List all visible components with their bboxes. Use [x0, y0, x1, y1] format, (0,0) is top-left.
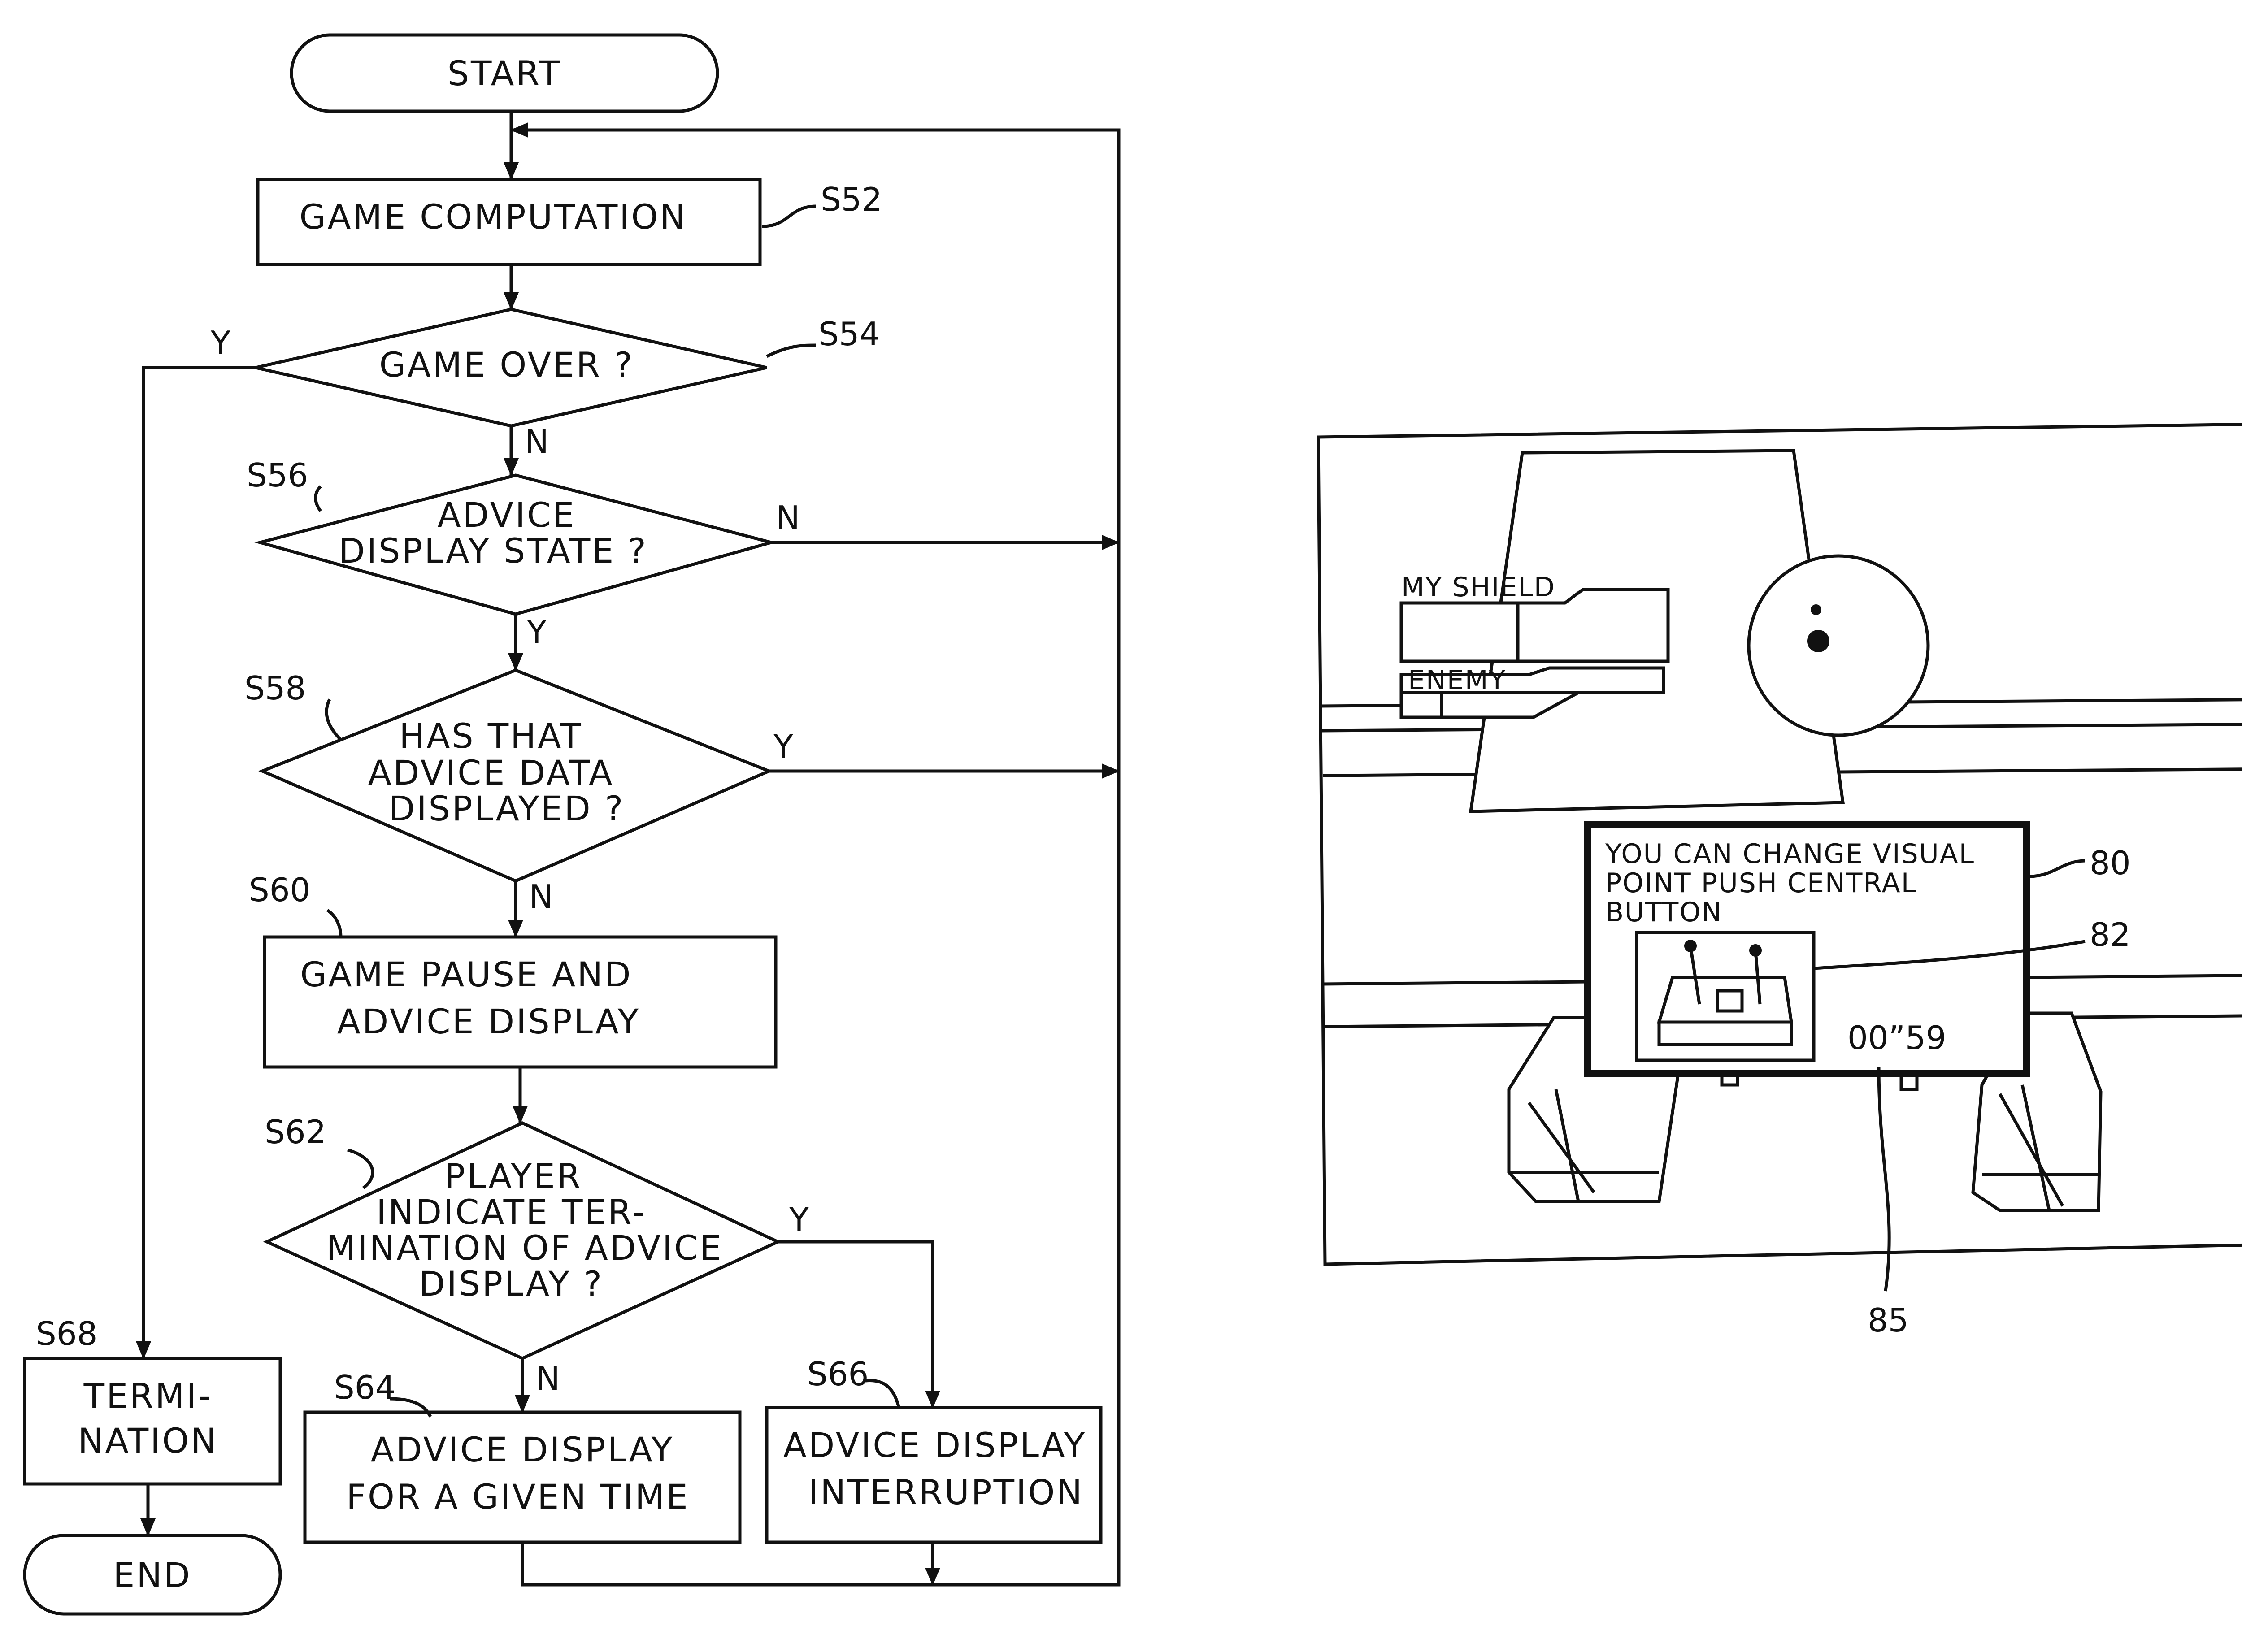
s54-label: GAME OVER ? — [379, 345, 634, 385]
s52-id: S52 — [821, 181, 882, 218]
decision-s54-game-over: GAME OVER ? S54 — [256, 309, 880, 426]
s56-yes-label: Y — [526, 613, 547, 651]
s68-id: S68 — [36, 1315, 97, 1353]
s64-id: S64 — [334, 1369, 395, 1406]
s56-id: S56 — [247, 456, 308, 494]
s64-label-line2: FOR A GIVEN TIME — [346, 1477, 689, 1517]
s54-leader — [767, 345, 816, 356]
s60-label-line2: ADVICE DISPLAY — [337, 1002, 640, 1041]
s54-yes-label: Y — [210, 324, 231, 362]
radar-dot-large — [1807, 630, 1829, 652]
advice-line-2: POINT PUSH CENTRAL — [1605, 867, 1917, 899]
end-terminal: END — [25, 1535, 280, 1614]
s62-label-line4: DISPLAY ? — [419, 1264, 604, 1304]
s62-leader — [348, 1150, 373, 1188]
end-label: END — [113, 1555, 191, 1595]
s58-yes-label: Y — [773, 728, 794, 765]
s66-id: S66 — [807, 1355, 869, 1393]
s58-label-line2: ADVICE DATA — [368, 753, 614, 793]
decision-s56-advice-display-state: ADVICE DISPLAY STATE ? S56 — [247, 456, 771, 614]
s62-label-line2: INDICATE TER- — [376, 1192, 646, 1232]
s64-label-line1: ADVICE DISPLAY — [371, 1430, 674, 1470]
connector-merge-loop — [522, 1542, 1119, 1585]
s54-no-label: N — [525, 423, 549, 460]
advice-timer: 00”59 — [1847, 1019, 1947, 1057]
ref-85: 85 — [1868, 1301, 1909, 1339]
s56-no-label: N — [776, 499, 800, 537]
decision-s62-player-termination: PLAYER INDICATE TER- MINATION OF ADVICE … — [265, 1113, 778, 1358]
s60-label-line1: GAME PAUSE AND — [300, 954, 632, 994]
ref-80: 80 — [2090, 844, 2131, 882]
advice-line-3: BUTTON — [1605, 897, 1722, 928]
rail-lower-right-1 — [2025, 975, 2242, 977]
s58-id: S58 — [244, 669, 306, 707]
ref-82: 82 — [2090, 916, 2131, 954]
step-s68-termination: TERMI- NATION S68 — [25, 1315, 280, 1484]
s54-id: S54 — [818, 315, 880, 353]
radar-circle — [1749, 556, 1928, 735]
s62-yes-label: Y — [789, 1201, 809, 1238]
s58-label-line3: DISPLAYED ? — [389, 789, 625, 828]
start-terminal: START — [291, 35, 717, 111]
advice-window: YOU CAN CHANGE VISUAL POINT PUSH CENTRAL… — [1587, 825, 2027, 1074]
s66-label-line2: INTERRUPTION — [808, 1472, 1084, 1512]
s68-label-line2: NATION — [78, 1421, 218, 1461]
start-label: START — [448, 53, 561, 93]
enemy-label: ENEMY — [1408, 665, 1506, 696]
radar-dot-small — [1811, 604, 1821, 615]
s60-id: S60 — [249, 871, 310, 909]
game-screen-illustration: MY SHIELD ENEMY YOU CAN CH — [1318, 424, 2242, 1339]
s58-label-line1: HAS THAT — [399, 716, 583, 756]
ref-80-leader — [2029, 861, 2085, 876]
s62-label-line1: PLAYER — [444, 1156, 582, 1196]
s68-label-line1: TERMI- — [83, 1376, 213, 1416]
s56-label-line2: DISPLAY STATE ? — [339, 531, 648, 571]
s62-label-line3: MINATION OF ADVICE — [326, 1228, 723, 1268]
rail-lower-left-1 — [1323, 982, 1587, 984]
s58-leader — [326, 699, 341, 740]
step-s52-game-computation: GAME COMPUTATION S52 — [258, 179, 882, 264]
s66-label-line1: ADVICE DISPLAY — [783, 1425, 1086, 1465]
s58-no-label: N — [529, 878, 553, 915]
s56-leader — [316, 486, 321, 511]
ref-85-leader — [1879, 1067, 1889, 1291]
s56-label-line1: ADVICE — [438, 495, 576, 535]
advice-line-1: YOU CAN CHANGE VISUAL — [1605, 838, 1975, 870]
s52-label: GAME COMPUTATION — [300, 197, 687, 237]
s62-no-label: N — [536, 1360, 560, 1397]
controller-image — [1637, 932, 1814, 1060]
s66-leader — [865, 1380, 899, 1408]
step-s60-game-pause: GAME PAUSE AND ADVICE DISPLAY S60 — [249, 871, 776, 1067]
flowchart: START GAME COMPUTATION S52 GAME OVER ? S… — [25, 35, 1119, 1614]
connector-s54-yes-termination — [143, 368, 256, 1358]
s62-id: S62 — [265, 1113, 326, 1151]
s52-leader — [762, 206, 816, 226]
s60-leader — [327, 910, 341, 937]
decision-s58-advice-displayed: HAS THAT ADVICE DATA DISPLAYED ? S58 — [244, 669, 769, 881]
my-shield-label: MY SHIELD — [1401, 572, 1555, 603]
